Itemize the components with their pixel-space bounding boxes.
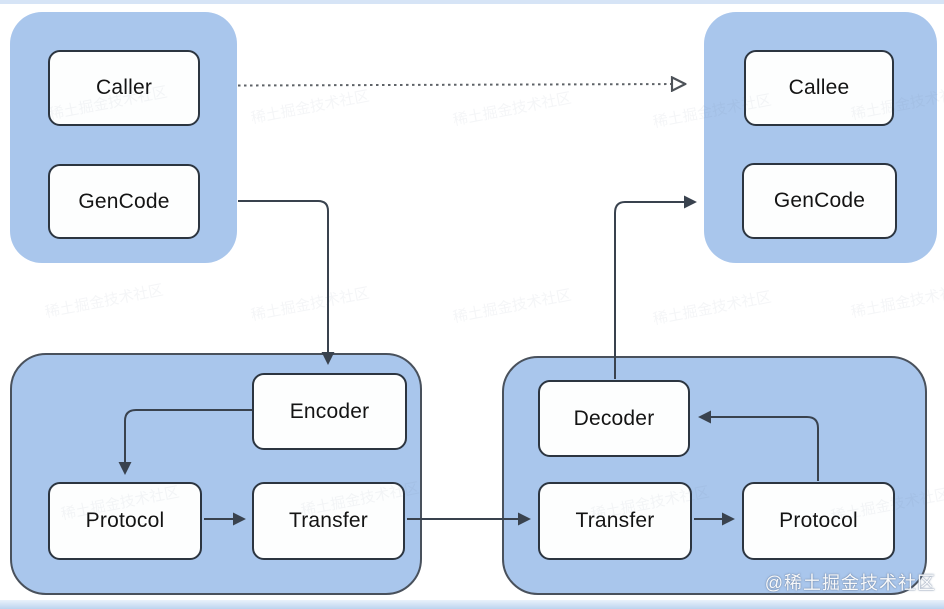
node-transfer-server-label: Transfer bbox=[575, 509, 655, 532]
node-encoder-label: Encoder bbox=[289, 399, 370, 423]
ghost-watermark: 稀土掘金技术社区 bbox=[451, 286, 573, 327]
edge-decoder-gencode bbox=[614, 195, 697, 379]
node-protocol-client-label: Protocol bbox=[85, 509, 165, 532]
node-transfer-server: Transfer bbox=[538, 482, 692, 560]
node-decoder-label: Decoder bbox=[573, 406, 655, 430]
node-protocol-server-label: Protocol bbox=[779, 509, 858, 532]
bottom-edge-strip bbox=[0, 600, 944, 609]
node-callee: Callee bbox=[744, 50, 894, 126]
node-callee-label: Callee bbox=[788, 76, 850, 99]
node-gencode-client-label: GenCode bbox=[78, 189, 170, 213]
node-protocol-server: Protocol bbox=[742, 482, 895, 560]
ghost-watermark: 稀土掘金技术社区 bbox=[849, 281, 944, 322]
ghost-watermark: 稀土掘金技术社区 bbox=[249, 284, 371, 325]
node-caller: Caller bbox=[48, 50, 200, 126]
top-edge-strip bbox=[0, 0, 944, 4]
node-transfer-client-label: Transfer bbox=[288, 509, 368, 532]
node-gencode-server-label: GenCode bbox=[773, 189, 866, 212]
node-caller-label: Caller bbox=[95, 76, 153, 99]
ghost-watermark: 稀土掘金技术社区 bbox=[43, 281, 165, 322]
node-protocol-client: Protocol bbox=[48, 482, 202, 560]
ghost-watermark: 稀土掘金技术社区 bbox=[651, 288, 773, 329]
node-gencode-server: GenCode bbox=[742, 163, 897, 239]
edge-gencode-encoder bbox=[238, 200, 335, 365]
node-decoder: Decoder bbox=[538, 380, 690, 457]
node-encoder: Encoder bbox=[252, 373, 407, 450]
node-gencode-client: GenCode bbox=[48, 164, 200, 239]
ghost-watermark: 稀土掘金技术社区 bbox=[249, 87, 371, 128]
node-transfer-client: Transfer bbox=[252, 482, 405, 560]
ghost-watermark: 稀土掘金技术社区 bbox=[451, 89, 573, 130]
edge-caller-callee bbox=[237, 84, 684, 86]
